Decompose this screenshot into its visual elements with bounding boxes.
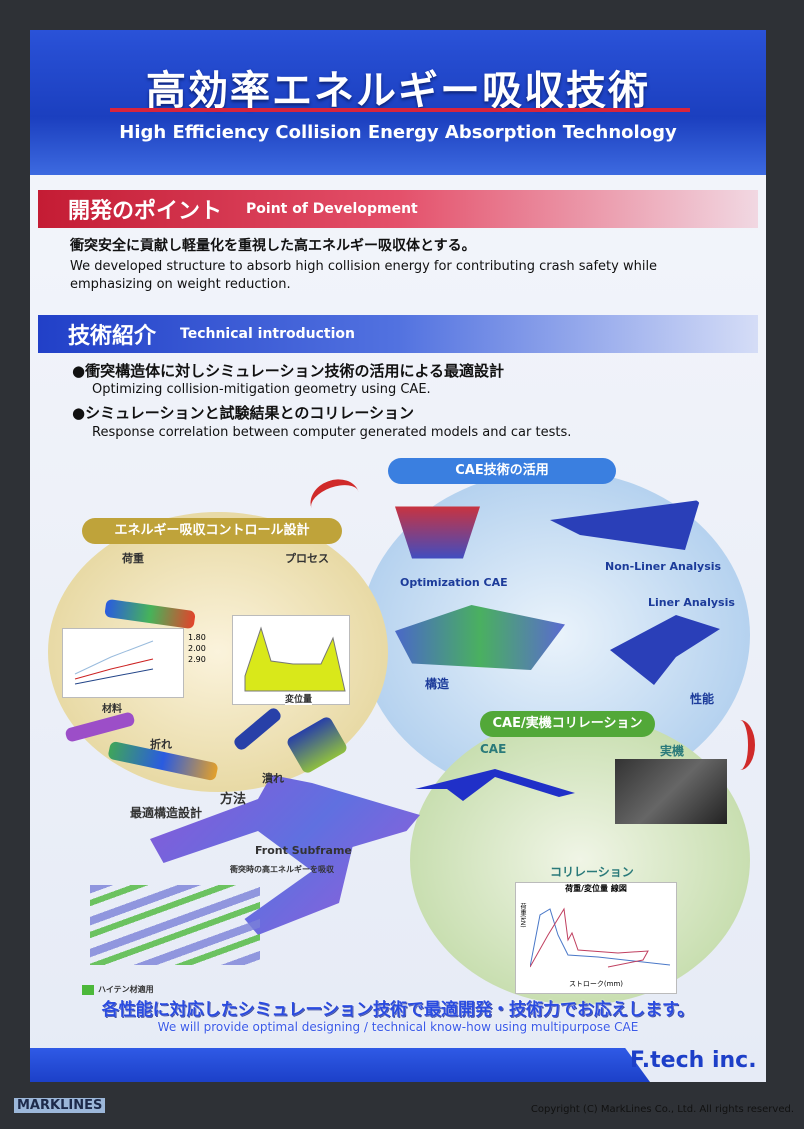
section-title-en: Point of Development (246, 201, 418, 217)
energy-panel-title: エネルギー吸収コントロール設計 (82, 518, 342, 544)
process-label: プロセス (285, 552, 329, 565)
material-chart-legend: 1.80 2.00 2.90 (188, 632, 206, 665)
load-displacement-chart: 荷重/変位量 線図 ストローク(mm) 荷重(kN) (515, 882, 677, 994)
poster: 高効率エネルギー吸収技術 High Efficiency Collision E… (30, 30, 766, 1082)
optimal-design-label: 最適構造設計 (130, 806, 203, 820)
copyright-text: Copyright (C) MarkLines Co., Ltd. All ri… (530, 1104, 794, 1115)
chart-curves (530, 907, 671, 968)
crush-label: 潰れ (262, 772, 284, 785)
high-tensile-legend-swatch (82, 985, 94, 995)
bullet-1-en: Optimizing collision-mitigation geometry… (92, 382, 431, 397)
footer-text-ja: 各性能に対応したシミュレーション技術で最適開発・技術力でお応えします。 (101, 1000, 695, 1020)
high-tensile-legend-label: ハイテン材適用 (98, 985, 154, 994)
ftech-logo: F.tech inc. (630, 1048, 757, 1073)
nonlinear-analysis-label: Non-Liner Analysis (605, 560, 722, 573)
method-label: 方法 (220, 792, 247, 807)
section-point-of-development: 開発のポイント Point of Development (38, 190, 758, 228)
chart-title: 荷重/変位量 線図 (565, 884, 627, 893)
cycle-arrow-icon (725, 720, 755, 770)
material-chart (62, 628, 184, 698)
section-title-ja: 技術紹介 (68, 324, 157, 349)
process-chart (232, 615, 350, 705)
bullet-1-ja: ●衝突構造体に対しシミュレーション技術の活用による最適設計 (72, 362, 505, 380)
marklines-watermark: MARKLINES (14, 1098, 106, 1113)
legend-item: 2.90 (188, 655, 206, 664)
legend-item: 1.80 (188, 633, 206, 642)
bend-label: 折れ (150, 738, 172, 751)
real-test-label: 実機 (660, 744, 685, 758)
header (30, 30, 766, 175)
title-underline (110, 108, 690, 112)
bullet-2-en: Response correlation between computer ge… (92, 425, 572, 440)
real-test-photo (615, 759, 727, 824)
development-text-ja: 衝突安全に貢献し軽量化を重視した高エネルギー吸収体とする。 (70, 238, 476, 254)
material-label: 材料 (102, 704, 122, 715)
cae-panel-title: CAE技術の活用 (388, 458, 616, 484)
process-chart-area (244, 626, 346, 692)
front-subframe-desc: 衝突時の高エネルギーを吸収 (230, 865, 334, 874)
exploded-parts-image (90, 885, 260, 965)
optimization-cae-label: Optimization CAE (400, 576, 508, 589)
correlation-label: コリレーション (550, 865, 634, 879)
front-subframe-label: Front Subframe (255, 844, 352, 857)
chart-ylabel: 荷重(kN) (519, 903, 526, 928)
bullet-2-ja: ●シミュレーションと試験結果とのコリレーション (72, 404, 415, 422)
performance-label: 性能 (690, 692, 715, 706)
footer-text-en: We will provide optimal designing / tech… (157, 1020, 639, 1034)
load-label: 荷重 (122, 552, 144, 565)
section-technical-introduction: 技術紹介 Technical introduction (38, 315, 758, 353)
section-title-en: Technical introduction (180, 326, 355, 342)
cae-label: CAE (480, 742, 507, 756)
material-chart-lines (74, 640, 154, 685)
chart-xlabel: ストローク(mm) (568, 980, 624, 988)
linear-analysis-label: Liner Analysis (648, 596, 735, 609)
legend-item: 2.00 (188, 644, 206, 653)
section-title-ja: 開発のポイント (68, 199, 223, 224)
structure-label: 構造 (425, 677, 450, 691)
poster-title: 高効率エネルギー吸収技術 (146, 68, 650, 114)
correlation-panel-title: CAE/実機コリレーション (480, 711, 655, 737)
displacement-label: 変位量 (285, 692, 313, 705)
footer-bar (30, 1048, 650, 1082)
development-text-en: We developed structure to absorb high co… (70, 259, 658, 292)
poster-subtitle: High Efficiency Collision Energy Absorpt… (119, 122, 677, 143)
